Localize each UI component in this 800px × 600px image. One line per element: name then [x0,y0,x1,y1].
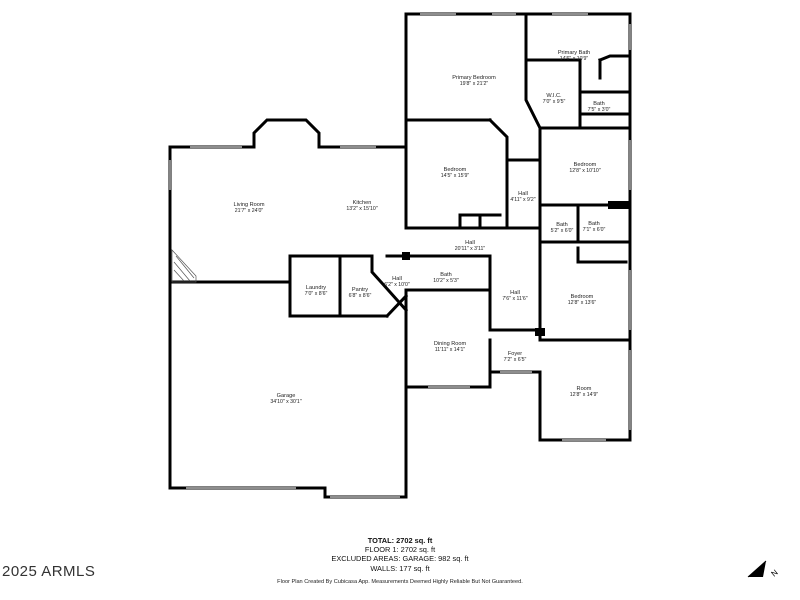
summary-walls: WALLS: 177 sq. ft [370,563,430,573]
room-name-hall-right: Hall [510,290,520,296]
room-name-foyer: Foyer [508,351,522,357]
room-dims-foyer: 7'2" x 6'5" [504,357,527,363]
room-name-primary-bedroom: Primary Bedroom [452,75,496,81]
summary-floor: FLOOR 1: 2702 sq. ft [364,545,436,555]
room-dims-laundry: 7'0" x 8'6" [305,291,328,297]
room-name-laundry: Laundry [306,285,326,291]
room-name-garage: Garage [277,393,296,399]
room-dims-room: 12'8" x 14'9" [570,392,599,398]
room-dims-pantry: 6'8" x 8'6" [349,293,372,299]
room-name-pantry: Pantry [352,287,368,293]
room-dims-bedroom-lower: 12'8" x 13'6" [568,300,597,306]
room-dims-bedroom-right: 12'8" x 10'10" [569,168,600,174]
room-name-bedroom-lower: Bedroom [571,294,594,300]
walls [168,12,632,499]
room-name-hall-upper: Hall [518,191,528,197]
room-dims-bedroom-mid: 14'5" x 15'9" [441,173,470,179]
fireplace [171,249,197,283]
room-dims-kitchen: 13'2" x 15'10" [346,206,377,212]
room-dims-hall-diag: 6'2" x 10'0" [384,282,410,288]
room-name-primary-bath: Primary Bath [558,50,590,56]
compass-label: N [770,568,780,579]
room-dims-primary-bath: 14'6" x 10'9" [560,56,589,62]
room-dims-garage: 34'10" x 30'1" [270,399,301,405]
summary-excluded: EXCLUDED AREAS: GARAGE: 982 sq. ft [331,554,469,564]
summary-total: TOTAL: 2702 sq. ft [367,536,433,545]
room-name-bath-b: Bath [588,221,600,227]
room-name-bedroom-right: Bedroom [574,162,597,168]
room-dims-living-room: 21'7" x 24'0" [235,208,264,214]
room-name-room: Room [577,386,592,392]
room-dims-wic: 7'0" x 9'5" [543,99,566,105]
window-marks [169,13,631,498]
floorplan-credit: Floor Plan Created By Cubicasa App. Meas… [277,579,523,585]
room-dims-bath-center: 10'2" x 5'3" [433,278,459,284]
room-dims-bath-a: 5'2" x 6'0" [551,228,574,234]
room-dims-hall-center: 20'11" x 3'11" [455,246,486,252]
room-dims-primary-bedroom: 19'8" x 21'2" [460,81,489,87]
room-dims-bath-b: 7'1" x 6'0" [583,227,606,233]
room-name-living-room: Living Room [233,202,264,208]
room-labels: Primary Bath 14'6" x 10'9" Primary Bedro… [233,50,610,405]
room-name-wic: W.I.C. [546,93,562,99]
room-name-bedroom-mid: Bedroom [444,167,467,173]
room-dims-dining-room: 11'11" x 14'1" [435,347,466,353]
room-name-hall-center: Hall [465,240,475,246]
north-arrow-icon: N [747,560,780,579]
structural-columns [402,201,630,336]
room-dims-bath-small: 7'5" x 3'0" [588,107,611,113]
copyright-watermark: 2025 ARMLS [2,563,96,580]
room-dims-hall-upper: 4'11" x 9'2" [510,197,535,203]
room-name-bath-a: Bath [556,222,568,228]
room-name-hall-diag: Hall [392,276,402,282]
room-name-bath-small: Bath [593,101,605,107]
room-dims-hall-right: 7'6" x 11'6" [502,296,527,302]
area-summary: TOTAL: 2702 sq. ft FLOOR 1: 2702 sq. ft … [250,536,550,573]
room-name-bath-center: Bath [440,272,452,278]
room-name-kitchen: Kitchen [353,200,372,206]
room-name-dining-room: Dining Room [434,341,467,347]
